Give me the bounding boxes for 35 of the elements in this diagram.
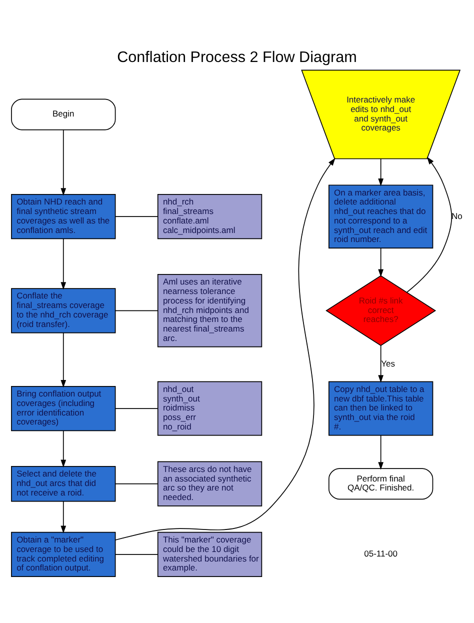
arrow xyxy=(406,156,452,293)
arrow xyxy=(114,158,336,540)
node-box: These arcs do not have an associated synthetic arc so they are not needed. xyxy=(157,461,262,506)
node-box: On a marker area basis, delete additional nhd_out reaches that do not correspond to a synth_out reach and edit roid number. xyxy=(328,184,434,249)
arrow xyxy=(378,345,384,383)
connector xyxy=(115,483,158,484)
connector xyxy=(115,554,158,555)
node-diamond: Roid #s link correct reaches? xyxy=(326,275,436,346)
node-box: Begin xyxy=(11,98,116,130)
arrow xyxy=(60,332,66,388)
node-box: Select and delete the nhd_out arcs that did not receive a roid. xyxy=(11,466,116,502)
arrow xyxy=(60,238,66,290)
label: 05-11-00 xyxy=(364,548,398,559)
arrow xyxy=(60,430,66,468)
arrow xyxy=(378,435,384,470)
edge-label: No xyxy=(452,210,462,221)
arrow xyxy=(378,248,384,277)
node-box: Copy nhd_out table to a new dbf table.This table can then be linked to synth_out via the roid #. xyxy=(328,381,434,436)
diagram-title: Conflation Process 2 Flow Diagram xyxy=(117,49,357,66)
connector xyxy=(115,216,158,218)
node-box: Obtain NHD reach and final synthetic stream coverages as well as the conflation amls. xyxy=(11,194,116,240)
edge-label: Yes xyxy=(381,358,395,368)
node-box: Perform final QA/QC. Finished. xyxy=(328,468,434,500)
node-box: Aml uses an iterative nearness tolerance process for identifying nhd_rch midpoints and matching them to the nearest final_streams arc. xyxy=(157,274,262,348)
connector xyxy=(115,408,158,409)
arrow xyxy=(60,130,66,196)
node-box: nhd_rch final_streams conflate.aml calc_midpoints.aml xyxy=(157,194,262,240)
node-box: This "marker" coverage could be the 10 digit watershed boundaries for example. xyxy=(157,532,262,578)
node-box: Obtain a "marker" coverage to be used to track completed editing of conflation output. xyxy=(11,532,116,578)
node-box: Bring conflation output coverages (including error identification coverages) xyxy=(11,386,116,432)
node-box: Conflate the final_streams coverage to the nhd_rch coverage (roid transfer). xyxy=(11,288,116,334)
arrow xyxy=(60,500,66,534)
arrow xyxy=(378,158,384,186)
connector xyxy=(115,310,158,312)
node-box: nhd_out synth_out roidmiss poss_err no_roid xyxy=(157,381,262,436)
